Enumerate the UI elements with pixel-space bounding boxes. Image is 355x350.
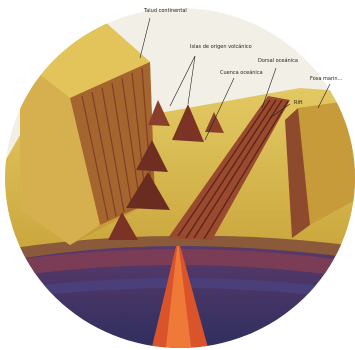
label-rift: Rift [294,100,303,106]
label-islas: Islas de origen volcánico [190,43,252,50]
label-fosa: Fosa marin... [310,76,343,82]
label-dorsal: Dorsal oceánica [258,57,298,64]
label-cuenca: Cuenca oceánica [220,69,263,76]
label-talud: Talud continental [143,8,187,14]
